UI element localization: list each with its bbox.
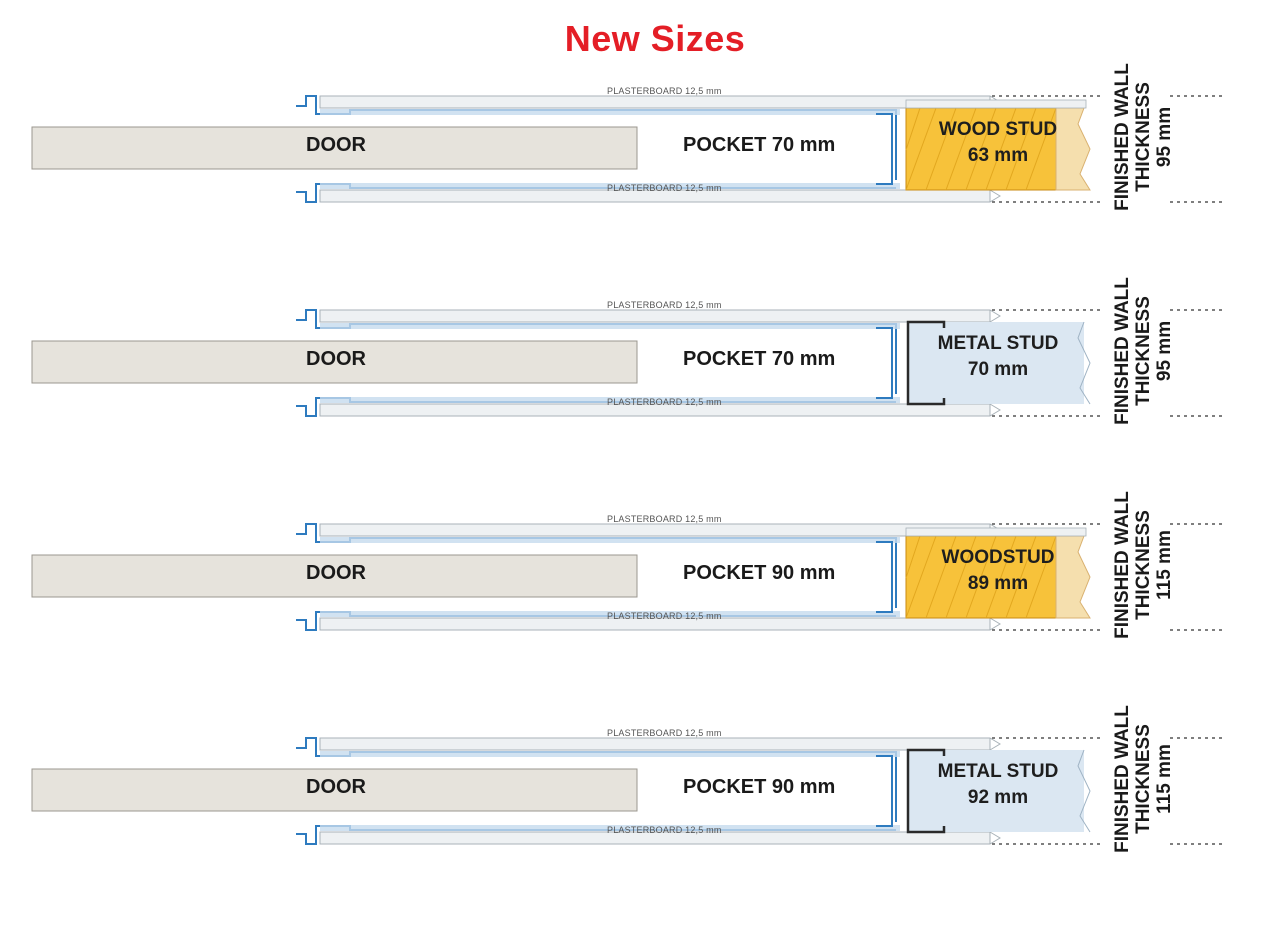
plasterboard-bottom-wave bbox=[989, 189, 1001, 203]
wall-section-drawing bbox=[31, 95, 1222, 203]
metal-stud bbox=[906, 748, 1091, 834]
pocket-word: POCKET bbox=[683, 348, 767, 370]
wood-stud bbox=[905, 99, 1091, 191]
plasterboard-bottom bbox=[319, 189, 991, 203]
plasterboard-bottom-wave bbox=[989, 617, 1001, 631]
pocket-label: POCKET 70 mm bbox=[683, 348, 835, 371]
plasterboard-bottom-label: PLASTERBOARD 12,5 mm bbox=[607, 825, 722, 835]
finished-wall-thickness: FINISHED WALL THICKNESS 95 mm bbox=[1112, 57, 1175, 217]
stud-size: 89 mm bbox=[967, 573, 1029, 594]
finished-wall-line1: FINISHED WALL bbox=[1112, 705, 1133, 853]
stud-type: WOOD STUD bbox=[938, 119, 1058, 140]
plasterboard-top-label: PLASTERBOARD 12,5 mm bbox=[607, 728, 722, 738]
wall-section-diagram-3: PLASTERBOARD 12,5 mm PLASTERBOARD 12,5 m… bbox=[0, 491, 1280, 722]
pocket-width: 90 mm bbox=[771, 776, 836, 798]
plasterboard-top-label: PLASTERBOARD 12,5 mm bbox=[607, 514, 722, 524]
thickness-value: 115 mm bbox=[1154, 744, 1175, 814]
thickness-value: 95 mm bbox=[1154, 106, 1175, 168]
finished-wall-thickness: FINISHED WALL THICKNESS 95 mm bbox=[1112, 271, 1175, 431]
pocket-word: POCKET bbox=[683, 134, 767, 156]
finished-wall-line1: FINISHED WALL bbox=[1112, 63, 1133, 211]
wood-stud bbox=[905, 527, 1091, 619]
plasterboard-bottom-label: PLASTERBOARD 12,5 mm bbox=[607, 397, 722, 407]
stud-size: 63 mm bbox=[967, 145, 1029, 166]
stud-type: WOODSTUD bbox=[941, 547, 1055, 568]
pocket-width: 70 mm bbox=[771, 134, 836, 156]
plasterboard-top-wave bbox=[989, 737, 1001, 751]
plasterboard-bottom-label: PLASTERBOARD 12,5 mm bbox=[607, 183, 722, 193]
finished-wall-thickness: FINISHED WALL THICKNESS 115 mm bbox=[1112, 485, 1175, 645]
pocket-label: POCKET 90 mm bbox=[683, 776, 835, 799]
door-label: DOOR bbox=[306, 348, 366, 370]
stud-type: METAL STUD bbox=[937, 333, 1059, 354]
wall-section-drawing bbox=[31, 309, 1222, 417]
door-panel bbox=[31, 340, 638, 384]
plasterboard-bottom bbox=[319, 617, 991, 631]
wall-section-diagram-2: PLASTERBOARD 12,5 mm PLASTERBOARD 12,5 m… bbox=[0, 277, 1280, 508]
stud-label: METAL STUD 70 mm bbox=[912, 331, 1084, 383]
stud-size: 70 mm bbox=[967, 359, 1029, 380]
finished-wall-thickness: FINISHED WALL THICKNESS 115 mm bbox=[1112, 699, 1175, 859]
wall-section-diagram-4: PLASTERBOARD 12,5 mm PLASTERBOARD 12,5 m… bbox=[0, 705, 1280, 936]
pocket-width: 90 mm bbox=[771, 562, 836, 584]
plasterboard-top bbox=[319, 523, 991, 537]
pocket-width: 70 mm bbox=[771, 348, 836, 370]
plasterboard-top bbox=[319, 95, 991, 109]
plasterboard-top-label: PLASTERBOARD 12,5 mm bbox=[607, 300, 722, 310]
plasterboard-top-wave bbox=[989, 309, 1001, 323]
pocket-word: POCKET bbox=[683, 776, 767, 798]
door-panel bbox=[31, 768, 638, 812]
plasterboard-bottom bbox=[319, 831, 991, 845]
plasterboard-bottom bbox=[319, 403, 991, 417]
wall-section-diagram-1: PLASTERBOARD 12,5 mm PLASTERBOARD 12,5 m… bbox=[0, 63, 1280, 294]
stud-type: METAL STUD bbox=[937, 761, 1059, 782]
door-panel bbox=[31, 554, 638, 598]
thickness-value: 95 mm bbox=[1154, 320, 1175, 382]
finished-wall-line2: THICKNESS bbox=[1133, 82, 1154, 192]
plasterboard-top bbox=[319, 309, 991, 323]
plasterboard-bottom-wave bbox=[989, 403, 1001, 417]
wall-section-drawing bbox=[31, 523, 1222, 631]
wall-section-drawing bbox=[31, 737, 1222, 845]
stud-size: 92 mm bbox=[967, 787, 1029, 808]
metal-stud bbox=[906, 320, 1091, 406]
thickness-value: 115 mm bbox=[1154, 530, 1175, 600]
page-title: New Sizes bbox=[564, 18, 746, 59]
door-label: DOOR bbox=[306, 562, 366, 584]
stud-label: WOOD STUD 63 mm bbox=[912, 117, 1084, 169]
plasterboard-top-label: PLASTERBOARD 12,5 mm bbox=[607, 86, 722, 96]
stud-label: WOODSTUD 89 mm bbox=[912, 545, 1084, 597]
stud-label: METAL STUD 92 mm bbox=[912, 759, 1084, 811]
plasterboard-top bbox=[319, 737, 991, 751]
finished-wall-line2: THICKNESS bbox=[1133, 724, 1154, 834]
finished-wall-line1: FINISHED WALL bbox=[1112, 277, 1133, 425]
door-label: DOOR bbox=[306, 776, 366, 798]
plasterboard-bottom-label: PLASTERBOARD 12,5 mm bbox=[607, 611, 722, 621]
finished-wall-line2: THICKNESS bbox=[1133, 510, 1154, 620]
pocket-label: POCKET 70 mm bbox=[683, 134, 835, 157]
plasterboard-bottom-wave bbox=[989, 831, 1001, 845]
pocket-label: POCKET 90 mm bbox=[683, 562, 835, 585]
door-label: DOOR bbox=[306, 134, 366, 156]
door-panel bbox=[31, 126, 638, 170]
pocket-word: POCKET bbox=[683, 562, 767, 584]
finished-wall-line2: THICKNESS bbox=[1133, 296, 1154, 406]
finished-wall-line1: FINISHED WALL bbox=[1112, 491, 1133, 639]
